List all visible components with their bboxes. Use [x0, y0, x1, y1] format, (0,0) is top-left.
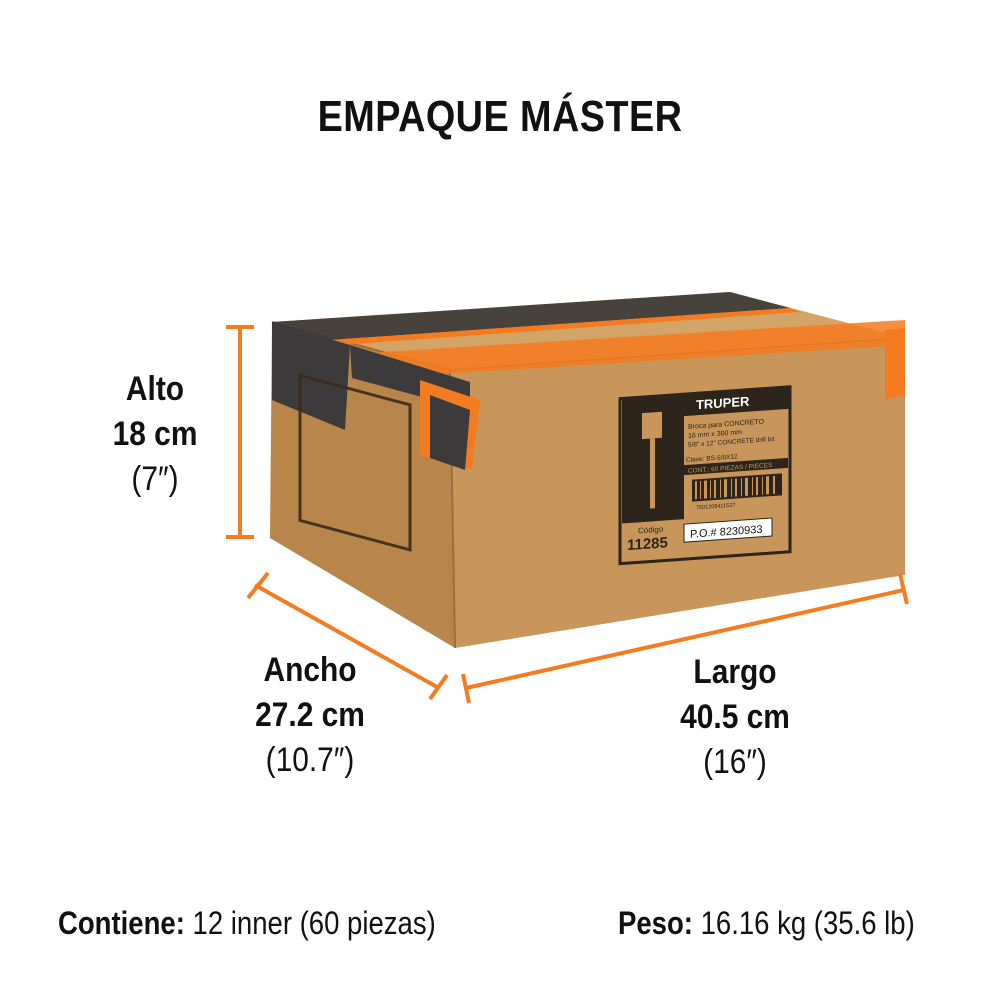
box-barcode-number: 7501206411527: [696, 503, 735, 512]
width-metric: 27.2 cm: [255, 696, 365, 734]
side-label: [298, 373, 412, 552]
box-clave-text: Clave: BS-5/8X12: [686, 453, 738, 464]
height-dimension: Alto 18 cm (7″): [102, 367, 208, 502]
height-marker: [226, 325, 254, 539]
length-dimension: Largo 40.5 cm (16″): [638, 650, 832, 785]
page-title: EMPAQUE MÁSTER: [317, 92, 683, 141]
height-label: Alto: [125, 370, 185, 408]
contents-label: Contiene:: [58, 905, 185, 941]
tape-side: [272, 322, 350, 430]
box-brand-text: TRUPER: [696, 394, 750, 413]
length-metric: 40.5 cm: [680, 698, 790, 736]
box-codigo-text: 11285: [627, 534, 668, 554]
length-marker: [461, 573, 909, 704]
width-marker: [246, 571, 449, 701]
tape-top: [272, 292, 790, 340]
weight-value: 16.16 kg (35.6 lb): [692, 905, 915, 941]
width-dimension: Ancho 27.2 cm (10.7″): [231, 648, 389, 783]
length-label: Largo: [693, 653, 777, 691]
box-codigo-label: Código: [638, 525, 664, 536]
contents-value: 12 inner (60 piezas): [184, 905, 436, 941]
width-label: Ancho: [263, 651, 357, 689]
contents-info: Contiene: 12 inner (60 piezas): [58, 905, 436, 942]
box-po-text: P.O.# 8230933: [690, 524, 763, 541]
box-barcode: [692, 473, 782, 502]
length-imperial: (16″): [703, 743, 767, 781]
weight-info: Peso: 16.16 kg (35.6 lb): [618, 905, 915, 942]
height-metric: 18 cm: [112, 415, 198, 453]
box-size-metric-text: 16 mm x 300 mm: [688, 429, 742, 440]
tape-front-top: [380, 320, 905, 378]
height-imperial: (7″): [131, 460, 179, 498]
front-label: TRUPER Broca para CONCRETO 16 mm x 300 m…: [618, 385, 792, 566]
weight-label: Peso:: [618, 905, 693, 941]
width-imperial: (10.7″): [265, 741, 355, 779]
